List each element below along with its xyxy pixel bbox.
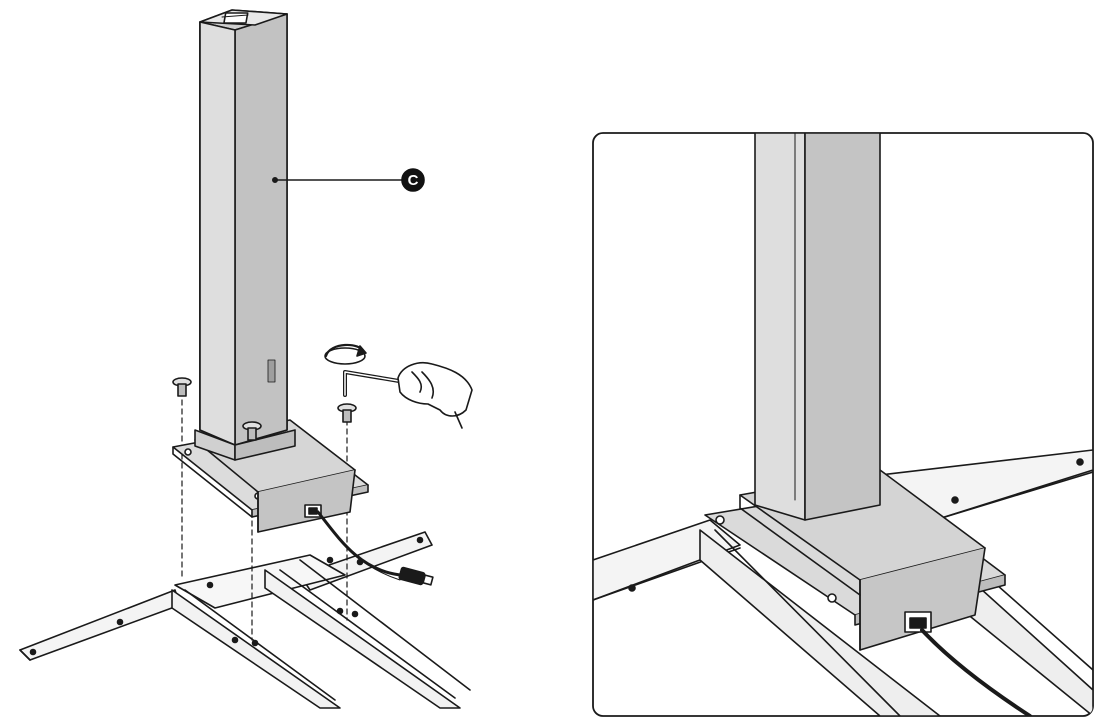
desk-frame	[19, 531, 471, 709]
allen-key	[343, 370, 407, 397]
detail-frame-arms	[593, 449, 1093, 716]
callout-c-label: C	[408, 172, 419, 189]
detail-cable	[920, 628, 1032, 716]
hand-icon	[397, 362, 473, 429]
bolt-right	[337, 403, 357, 423]
bolt-center	[242, 421, 262, 441]
assembly-view: C	[19, 9, 473, 709]
bolt-left	[172, 377, 192, 397]
alignment-guides	[181, 399, 348, 641]
motor-cable	[316, 510, 434, 586]
detail-view	[592, 132, 1094, 717]
callout-c: C	[271, 168, 425, 192]
detail-column-leg	[754, 133, 881, 521]
column-leg	[194, 9, 296, 461]
rotation-arrow-icon	[324, 343, 367, 365]
